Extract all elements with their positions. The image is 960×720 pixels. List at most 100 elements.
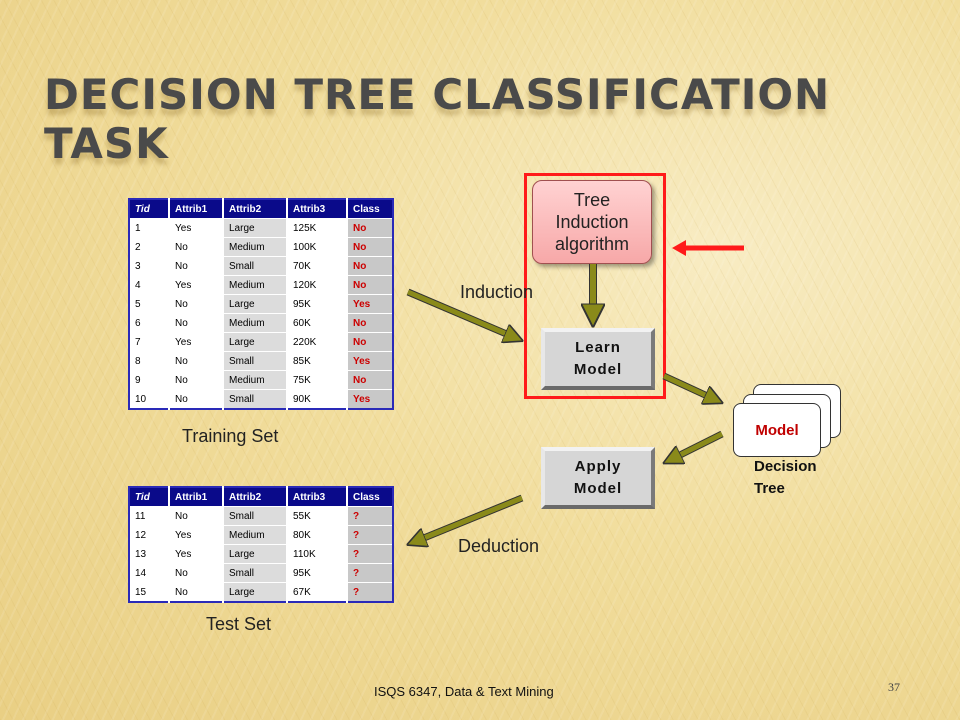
deduction-arrow bbox=[414, 494, 524, 542]
table-cell: Small bbox=[223, 256, 288, 276]
table-cell: Yes bbox=[169, 544, 224, 564]
table-cell: 220K bbox=[287, 332, 348, 352]
column-header: Tid bbox=[129, 199, 170, 219]
deduction-label: Deduction bbox=[458, 536, 540, 556]
column-header: Class bbox=[347, 487, 393, 507]
table-cell: ? bbox=[347, 544, 393, 564]
table-cell: No bbox=[169, 370, 224, 390]
footer-text: ISQS 6347, Data & Text Mining bbox=[374, 684, 554, 699]
table-cell: Medium bbox=[223, 525, 288, 545]
table-cell: 10 bbox=[129, 389, 170, 409]
table-cell: Small bbox=[223, 506, 288, 526]
table-cell: 70K bbox=[287, 256, 348, 276]
induction-arrow bbox=[406, 288, 516, 338]
table-cell: 6 bbox=[129, 313, 170, 333]
table-cell: 14 bbox=[129, 563, 170, 583]
table-cell: Medium bbox=[223, 313, 288, 333]
tree-induction-label: Tree Induction algorithm bbox=[554, 190, 630, 254]
tree-induction-algorithm-box: Tree Induction algorithm bbox=[532, 180, 652, 264]
learn-model-box: Learn Model bbox=[541, 328, 655, 390]
table-cell: No bbox=[169, 351, 224, 371]
table-cell: Yes bbox=[347, 351, 393, 371]
table-cell: 7 bbox=[129, 332, 170, 352]
table-cell: 8 bbox=[129, 351, 170, 371]
table-cell: 120K bbox=[287, 275, 348, 295]
table-cell: No bbox=[347, 256, 393, 276]
column-header: Attrib2 bbox=[223, 487, 288, 507]
table-cell: No bbox=[169, 506, 224, 526]
apply-model-box: Apply Model bbox=[541, 447, 655, 509]
decision-tree-label: Decision Tree bbox=[754, 456, 824, 500]
table-cell: 110K bbox=[287, 544, 348, 564]
table-cell: 13 bbox=[129, 544, 170, 564]
table-cell: 9 bbox=[129, 370, 170, 390]
column-header: Attrib1 bbox=[169, 487, 224, 507]
table-cell: 12 bbox=[129, 525, 170, 545]
table-cell: Large bbox=[223, 294, 288, 314]
table-cell: 2 bbox=[129, 237, 170, 257]
table-cell: ? bbox=[347, 582, 393, 602]
table-cell: Large bbox=[223, 582, 288, 602]
table-cell: Medium bbox=[223, 370, 288, 390]
column-header: Class bbox=[347, 199, 393, 219]
table-cell: Medium bbox=[223, 237, 288, 257]
induction-label: Induction bbox=[460, 282, 534, 302]
training-set-caption: Training Set bbox=[182, 426, 279, 446]
table-cell: Yes bbox=[169, 332, 224, 352]
table-cell: Yes bbox=[169, 218, 224, 238]
table-cell: No bbox=[347, 218, 393, 238]
table-cell: No bbox=[169, 256, 224, 276]
table-cell: Medium bbox=[223, 275, 288, 295]
table-cell: 95K bbox=[287, 563, 348, 583]
table-cell: No bbox=[169, 582, 224, 602]
table-cell: 60K bbox=[287, 313, 348, 333]
column-header: Tid bbox=[129, 487, 170, 507]
column-header: Attrib3 bbox=[287, 199, 348, 219]
table-cell: 55K bbox=[287, 506, 348, 526]
table-cell: 15 bbox=[129, 582, 170, 602]
learn-model-label: Learn Model bbox=[573, 339, 623, 378]
learn-to-model-arrow bbox=[662, 372, 716, 400]
table-cell: 4 bbox=[129, 275, 170, 295]
page-number: 37 bbox=[888, 680, 900, 694]
decision-tree-text: Decision Tree bbox=[754, 458, 817, 497]
table-cell: ? bbox=[347, 525, 393, 545]
table-cell: 11 bbox=[129, 506, 170, 526]
table-cell: Small bbox=[223, 563, 288, 583]
model-card: Model bbox=[733, 403, 821, 457]
table-cell: Yes bbox=[347, 294, 393, 314]
table-cell: No bbox=[169, 313, 224, 333]
table-cell: No bbox=[169, 389, 224, 409]
table-cell: No bbox=[347, 237, 393, 257]
table-cell: No bbox=[347, 370, 393, 390]
table-cell: Yes bbox=[347, 389, 393, 409]
table-cell: 3 bbox=[129, 256, 170, 276]
table-cell: No bbox=[347, 332, 393, 352]
highlight-pointer-arrow bbox=[672, 240, 744, 256]
table-cell: 5 bbox=[129, 294, 170, 314]
table-cell: 85K bbox=[287, 351, 348, 371]
table-cell: ? bbox=[347, 506, 393, 526]
table-cell: 75K bbox=[287, 370, 348, 390]
table-cell: No bbox=[347, 313, 393, 333]
table-cell: Small bbox=[223, 389, 288, 409]
table-cell: Large bbox=[223, 544, 288, 564]
table-cell: 90K bbox=[287, 389, 348, 409]
test-set-caption: Test Set bbox=[206, 614, 272, 634]
table-cell: 100K bbox=[287, 237, 348, 257]
table-cell: 125K bbox=[287, 218, 348, 238]
table-cell: Yes bbox=[169, 525, 224, 545]
table-cell: No bbox=[347, 275, 393, 295]
table-cell: 1 bbox=[129, 218, 170, 238]
table-cell: No bbox=[169, 563, 224, 583]
